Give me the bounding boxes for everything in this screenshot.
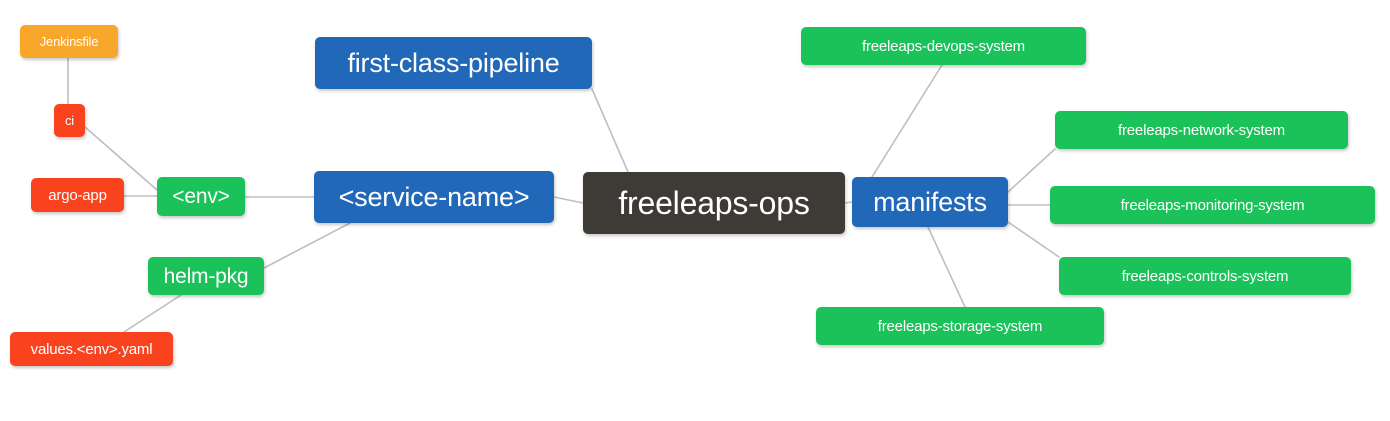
node-label-service-name: <service-name> <box>338 181 530 212</box>
node-values-env-yaml[interactable]: values.<env>.yaml <box>10 332 173 366</box>
node-label-jenkinsfile: Jenkinsfile <box>39 34 99 49</box>
node-label-freeleaps-devops-system: freeleaps-devops-system <box>862 37 1025 55</box>
node-helm-pkg[interactable]: helm-pkg <box>148 257 264 295</box>
node-label-values-env-yaml: values.<env>.yaml <box>30 340 153 358</box>
edge-helm-pkg-to-values-env-yaml <box>123 294 182 333</box>
node-label-manifests: manifests <box>873 186 987 217</box>
node-argo-app[interactable]: argo-app <box>31 178 124 212</box>
node-label-freeleaps-monitoring-system: freeleaps-monitoring-system <box>1120 196 1305 214</box>
node-label-freeleaps-storage-system: freeleaps-storage-system <box>877 317 1043 335</box>
node-env[interactable]: <env> <box>157 177 245 216</box>
node-manifests[interactable]: manifests <box>852 177 1008 227</box>
node-freeleaps-network-system[interactable]: freeleaps-network-system <box>1055 111 1348 149</box>
node-label-env: <env> <box>172 185 230 208</box>
edge-manifests-to-freeleaps-network-system <box>1007 148 1056 193</box>
node-ci[interactable]: ci <box>54 104 85 137</box>
node-label-helm-pkg: helm-pkg <box>163 264 249 288</box>
node-service-name[interactable]: <service-name> <box>314 171 554 223</box>
node-freeleaps-devops-system[interactable]: freeleaps-devops-system <box>801 27 1086 65</box>
edge-manifests-to-freeleaps-storage-system <box>927 226 966 308</box>
node-label-ci: ci <box>65 113 74 128</box>
node-freeleaps-controls-system[interactable]: freeleaps-controls-system <box>1059 257 1351 295</box>
edge-freeleaps-ops-to-first-class-pipeline <box>591 88 629 173</box>
node-freeleaps-monitoring-system[interactable]: freeleaps-monitoring-system <box>1050 186 1375 224</box>
edge-freeleaps-ops-to-manifests <box>844 201 853 204</box>
node-freeleaps-storage-system[interactable]: freeleaps-storage-system <box>816 307 1104 345</box>
node-label-freeleaps-ops: freeleaps-ops <box>618 185 810 221</box>
node-label-first-class-pipeline: first-class-pipeline <box>347 47 560 78</box>
node-label-freeleaps-network-system: freeleaps-network-system <box>1118 121 1285 139</box>
edge-manifests-to-freeleaps-controls-system <box>1007 221 1060 258</box>
edge-service-name-to-helm-pkg <box>263 222 351 269</box>
edge-freeleaps-ops-to-service-name <box>553 196 584 204</box>
node-label-freeleaps-controls-system: freeleaps-controls-system <box>1121 267 1289 285</box>
edge-manifests-to-freeleaps-devops-system <box>871 64 943 178</box>
node-first-class-pipeline[interactable]: first-class-pipeline <box>315 37 592 89</box>
node-label-argo-app: argo-app <box>48 186 107 204</box>
node-freeleaps-ops[interactable]: freeleaps-ops <box>583 172 845 234</box>
node-jenkinsfile[interactable]: Jenkinsfile <box>20 25 118 58</box>
